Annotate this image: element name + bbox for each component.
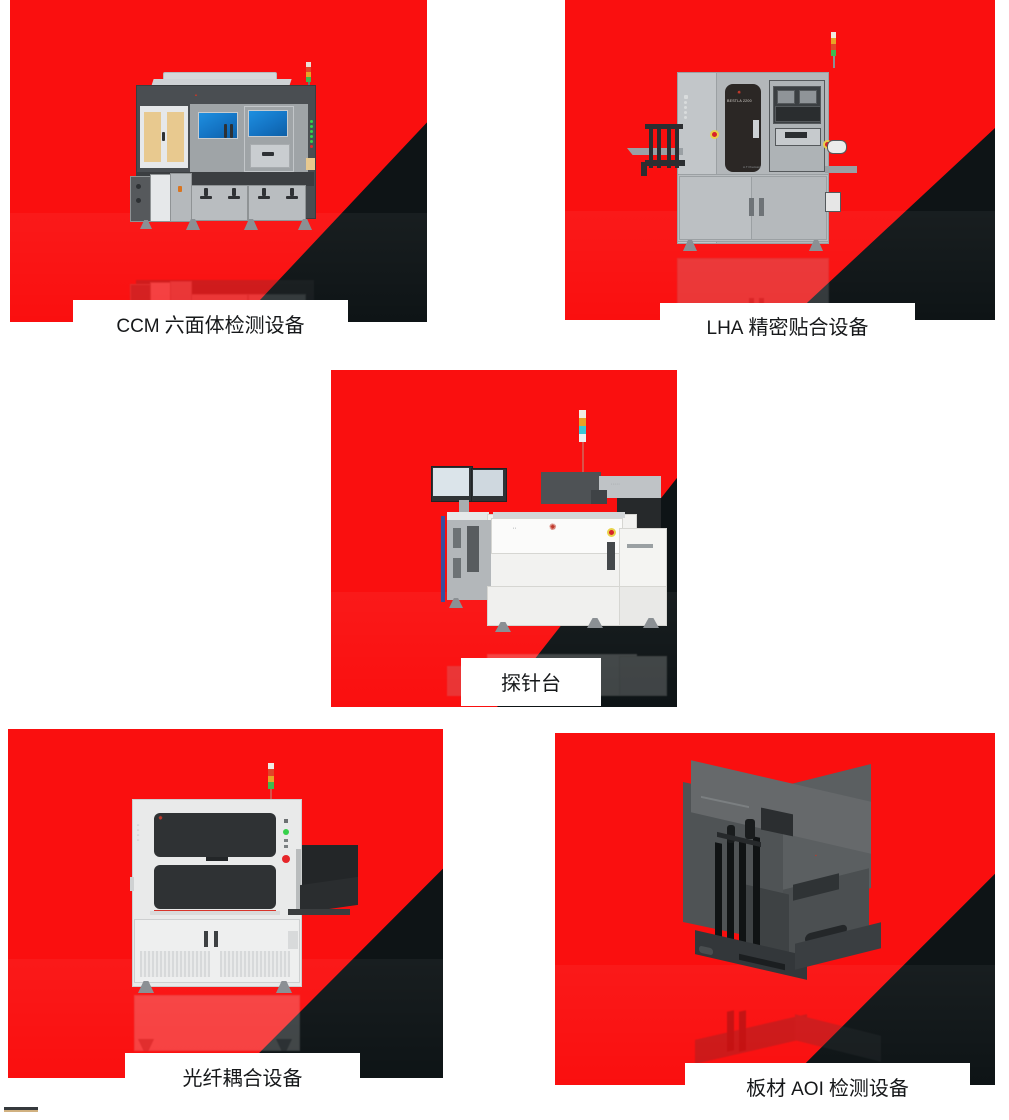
machine-lha: ✸ BESTLA 2200 [627, 32, 867, 252]
signal-tower-icon [579, 410, 586, 472]
caption-prober: 探针台 [461, 658, 601, 706]
viewing-window-upper [154, 813, 276, 857]
caption-prober-cjk: 探针台 [501, 673, 561, 695]
page-corner-artifact [4, 1107, 38, 1114]
photo-lha: ✸ BESTLA 2200 [565, 0, 995, 320]
hmi-screen-right [248, 110, 288, 137]
caption-aoi-cjk-prefix: 板材 [746, 1078, 787, 1100]
caption-lha-cjk: 精密贴合设备 [748, 317, 869, 339]
figure-aoi: ▪ 板材 AOI 检测设 [555, 733, 995, 1111]
machine-aoi: ▪ [683, 760, 893, 991]
caption-aoi: 板材 AOI 检测设备 [685, 1063, 970, 1111]
caption-fiber-cjk: 光纤耦合设备 [182, 1068, 303, 1090]
caption-ccm: CCM 六面体检测设备 [73, 300, 348, 346]
machine-prober: ▫ ▫ ▫ ▫ ▫ ✺ ▪ ▪ [431, 410, 667, 644]
figure-lha: ✸ BESTLA 2200 [565, 0, 995, 349]
caption-fiber: 光纤耦合设备 [125, 1053, 360, 1101]
photo-prober: ▫ ▫ ▫ ▫ ▫ ✺ ▪ ▪ [331, 370, 677, 707]
emergency-stop-button[interactable] [710, 130, 719, 139]
caption-ccm-latin: CCM [116, 316, 160, 337]
caption-aoi-latin: AOI [791, 1079, 824, 1100]
machine-model-label: BESTLA 2200 [727, 99, 752, 103]
caption-lha: LHA 精密贴合设备 [660, 303, 915, 349]
machine-ccm: ▲ [128, 62, 328, 244]
caption-lha-latin: LHA [706, 318, 744, 339]
figure-prober: ▫ ▫ ▫ ▫ ▫ ✺ ▪ ▪ [331, 370, 677, 707]
caption-aoi-cjk-suffix: 检测设备 [828, 1078, 909, 1100]
figure-ccm: ▲ CCM 六面体检测设备 [10, 0, 427, 346]
machine-fiber: ✸ ▫▫▫▫▫▫▫▫ [128, 763, 358, 993]
photo-fiber: ✸ ▫▫▫▫▫▫▫▫ [8, 729, 443, 1078]
emergency-stop-button[interactable] [607, 528, 616, 537]
status-led-strip [310, 120, 313, 148]
photo-aoi: ▪ [555, 733, 995, 1085]
viewing-window-lower [154, 865, 276, 909]
signal-tower-icon [268, 763, 274, 799]
machine-brand-text: A.T Precision [743, 165, 761, 169]
signal-tower-icon [831, 32, 836, 68]
figure-fiber: ✸ ▫▫▫▫▫▫▫▫ [8, 729, 443, 1101]
caption-ccm-cjk: 六面体检测设备 [164, 315, 305, 337]
photo-ccm: ▲ [10, 0, 427, 322]
